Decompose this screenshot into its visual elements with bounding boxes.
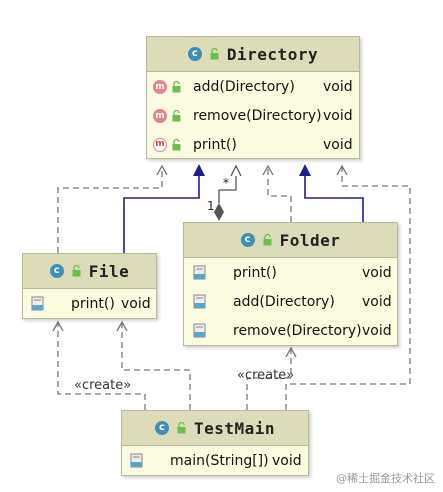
dep-testmain-file-create bbox=[57, 322, 146, 410]
method-return: void bbox=[121, 295, 151, 312]
dependency-arrowheads bbox=[52, 164, 348, 358]
watermark: @稀土掘金技术社区 bbox=[336, 472, 435, 485]
method-icon: m bbox=[153, 108, 167, 123]
unlock-icon bbox=[263, 234, 272, 246]
inheritance-lines bbox=[123, 176, 364, 253]
method-name: add(Directory) bbox=[193, 78, 295, 95]
unlock-icon bbox=[72, 265, 81, 277]
method-row[interactable]: m add(Directory) void bbox=[147, 72, 359, 101]
unlock-icon bbox=[172, 109, 181, 121]
method-return: void bbox=[323, 107, 353, 124]
unlock-icon bbox=[172, 138, 181, 150]
create-label-left: «create» bbox=[74, 378, 132, 393]
class-header: c TestMain bbox=[122, 411, 308, 446]
aggregation-diamond bbox=[214, 203, 224, 221]
unlock-icon bbox=[177, 422, 186, 434]
method-row[interactable]: m print() void bbox=[147, 130, 359, 159]
inherit-folder bbox=[304, 176, 364, 222]
aggregation bbox=[214, 164, 242, 221]
method-row[interactable]: m remove(Directory) void bbox=[147, 101, 359, 130]
method-name: print() bbox=[233, 264, 277, 281]
method-name: remove(Directory) bbox=[193, 107, 322, 124]
class-name: File bbox=[88, 261, 130, 281]
unlock-icon bbox=[172, 80, 181, 92]
class-header: c File bbox=[23, 254, 156, 289]
method-return: void bbox=[362, 293, 392, 310]
dep-testmain-directory bbox=[285, 166, 411, 410]
method-file-icon bbox=[193, 294, 206, 309]
class-name: Directory bbox=[226, 44, 319, 64]
method-return: void bbox=[362, 322, 392, 339]
class-icon: c bbox=[49, 264, 64, 278]
class-header: c Folder bbox=[184, 223, 397, 258]
method-name: print() bbox=[71, 295, 115, 312]
dep-testmain-folder-create bbox=[246, 348, 292, 410]
method-file-icon bbox=[193, 323, 206, 338]
multiplicity-one: 1 bbox=[207, 199, 215, 213]
create-label-right: «create» bbox=[237, 368, 295, 383]
class-name: Folder bbox=[279, 230, 341, 250]
method-name: print() bbox=[193, 136, 237, 153]
abstract-method-icon: m bbox=[153, 137, 167, 152]
method-file-icon bbox=[193, 265, 206, 280]
method-row[interactable]: main(String[]) void bbox=[122, 446, 308, 475]
method-return: void bbox=[323, 136, 353, 153]
class-header: c Directory bbox=[147, 37, 359, 72]
dep-folder-directory bbox=[267, 166, 292, 222]
class-icon: c bbox=[154, 421, 169, 435]
class-file[interactable]: c File print() void bbox=[22, 253, 157, 319]
inheritance-arrowheads bbox=[193, 164, 311, 176]
class-folder[interactable]: c Folder print() void add(Directory) voi… bbox=[183, 222, 398, 346]
method-file-icon bbox=[31, 296, 44, 311]
method-row[interactable]: print() void bbox=[23, 289, 156, 318]
inherit-file bbox=[123, 176, 200, 253]
method-icon: m bbox=[153, 79, 167, 94]
dependency-lines bbox=[57, 166, 411, 410]
method-name: remove(Directory) bbox=[233, 322, 362, 339]
dep-testmain-file bbox=[121, 322, 191, 410]
method-row[interactable]: remove(Directory) void bbox=[184, 316, 397, 345]
method-return: void bbox=[272, 452, 302, 469]
method-row[interactable]: print() void bbox=[184, 258, 397, 287]
method-row[interactable]: add(Directory) void bbox=[184, 287, 397, 316]
method-name: main(String[]) bbox=[170, 452, 269, 469]
class-icon: c bbox=[187, 47, 202, 61]
dep-file-directory bbox=[57, 166, 163, 253]
method-return: void bbox=[323, 78, 353, 95]
class-name: TestMain bbox=[193, 418, 276, 438]
class-icon: c bbox=[240, 233, 255, 247]
method-file-icon bbox=[130, 453, 143, 468]
method-return: void bbox=[362, 264, 392, 281]
multiplicity-many: * bbox=[223, 176, 229, 190]
unlock-icon bbox=[210, 48, 219, 60]
method-name: add(Directory) bbox=[233, 293, 335, 310]
class-testmain[interactable]: c TestMain main(String[]) void bbox=[121, 410, 309, 476]
class-directory[interactable]: c Directory m add(Directory) void m remo… bbox=[146, 36, 360, 159]
